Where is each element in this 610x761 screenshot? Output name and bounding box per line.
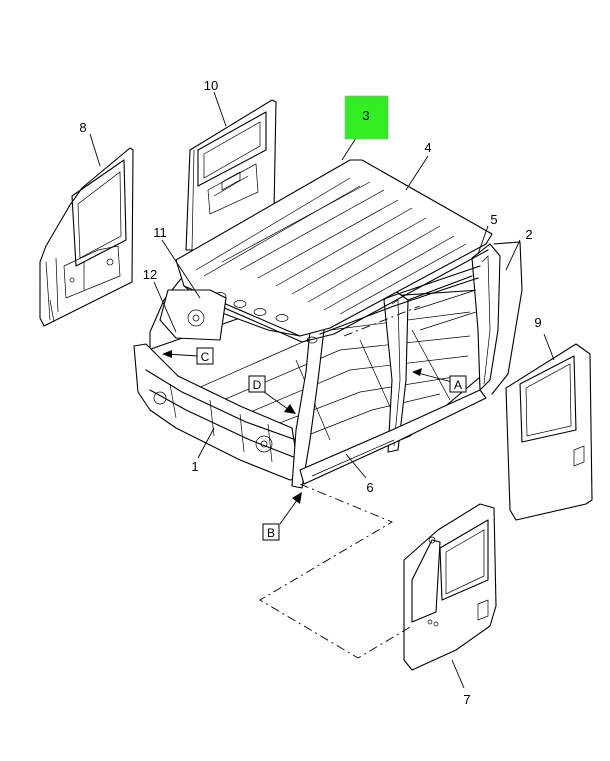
ref-arrow-D <box>263 391 296 414</box>
roof-part-4 <box>175 159 493 344</box>
left-door-part-8 <box>39 147 134 327</box>
ref-arrow-A <box>412 368 453 383</box>
callout-5: 5 <box>490 212 497 227</box>
leader-1 <box>197 427 215 459</box>
ref-label-C: C <box>201 350 210 364</box>
callout-9: 9 <box>534 315 541 330</box>
ref-label-B: B <box>267 526 275 540</box>
leader-3 <box>341 137 357 161</box>
ref-arrow-B <box>279 492 302 525</box>
leader-7 <box>451 659 465 689</box>
exploded-view-lines <box>259 305 421 659</box>
callout-10: 10 <box>204 78 218 93</box>
leader-5 <box>477 225 489 255</box>
leader-12 <box>153 281 177 333</box>
ref-arrow-C <box>162 350 199 358</box>
callout-3: 3 <box>362 108 369 123</box>
callout-8: 8 <box>79 120 86 135</box>
callout-12: 12 <box>143 267 157 282</box>
rear-corner-part-2 <box>491 241 523 395</box>
leader-9 <box>543 333 555 361</box>
leader-8 <box>89 133 101 167</box>
ref-box-B <box>262 523 280 541</box>
callout-11: 11 <box>153 225 167 240</box>
right-door-part-9 <box>505 343 593 521</box>
front-door-part-7 <box>403 503 497 671</box>
leader-2 <box>505 239 521 271</box>
ref-box-D <box>248 375 266 393</box>
leader-10 <box>213 91 227 127</box>
callout-6: 6 <box>366 480 373 495</box>
ref-box-A <box>449 375 467 393</box>
ref-label-A: A <box>454 378 462 392</box>
callout-1: 1 <box>191 459 198 474</box>
leader-6 <box>345 453 367 479</box>
ref-label-D: D <box>253 378 262 392</box>
callout-4: 4 <box>424 140 431 155</box>
interior-panel-part-11 <box>159 289 227 341</box>
highlight-box-part-3 <box>344 95 389 140</box>
leader-4 <box>405 155 429 191</box>
callout-7: 7 <box>463 692 470 707</box>
callout-2: 2 <box>525 227 532 242</box>
ref-box-C <box>196 347 214 365</box>
rear-panel-part-10 <box>185 99 277 251</box>
leader-11 <box>161 239 201 299</box>
